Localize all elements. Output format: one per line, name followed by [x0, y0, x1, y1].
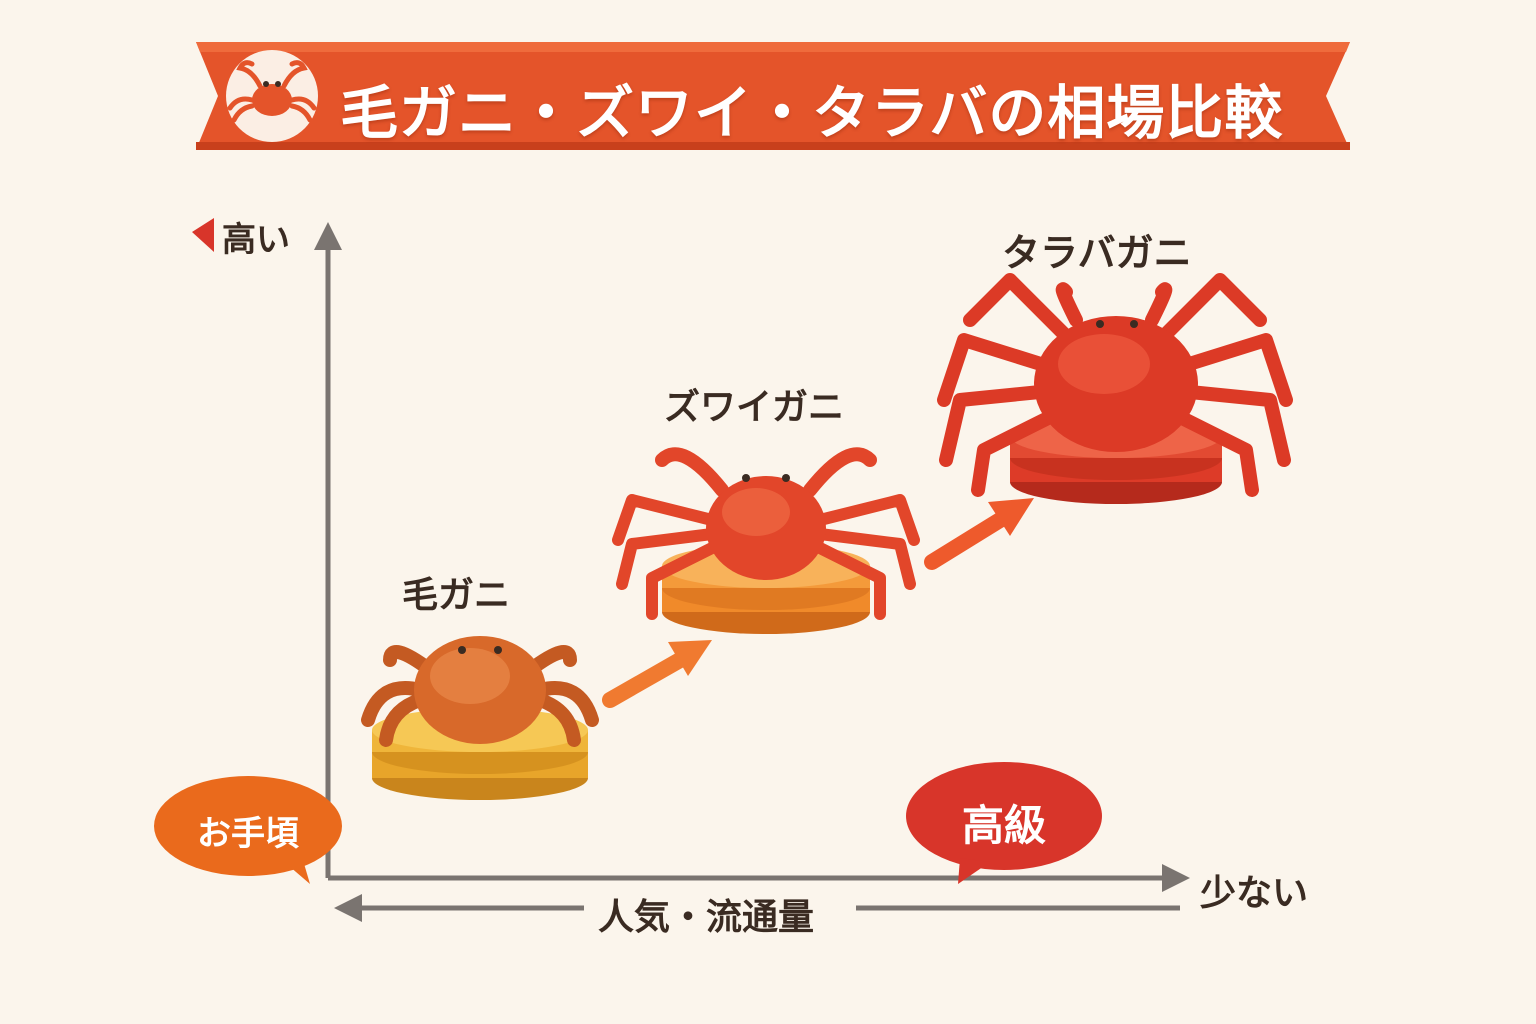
bubble-premium-text: 高級: [961, 801, 1046, 850]
item-label-king-crab: タラバガニ: [1002, 231, 1192, 275]
crab-icon: [226, 50, 318, 142]
hairy-crab-stack: [361, 636, 599, 800]
caption-arrow: [334, 894, 1180, 922]
y-axis: [314, 222, 342, 878]
triangle-marker-icon: [192, 218, 214, 252]
king-crab-stack: [937, 273, 1293, 504]
item-label-hairy-crab: 毛ガニ: [402, 575, 511, 616]
crab-icon: [937, 273, 1293, 497]
crab-icon: [361, 636, 599, 747]
x-axis: [328, 864, 1190, 892]
progress-arrow-1: [602, 640, 712, 708]
y-axis-top-label: 高い: [222, 220, 290, 260]
x-axis-right-label: 少ない: [1200, 873, 1309, 914]
crab-icon: [612, 447, 920, 620]
item-label-snow-crab: ズワイガニ: [664, 387, 845, 428]
bubble-premium: [906, 762, 1102, 884]
bubble-affordable-text: お手頃: [197, 814, 299, 854]
page-title: 毛ガニ・ズワイ・タラバの相場比較: [340, 79, 1284, 147]
progress-arrow-2: [924, 498, 1034, 570]
snow-crab-stack: [612, 447, 920, 634]
bubble-affordable: [154, 776, 342, 884]
title-banner: [196, 42, 1350, 150]
x-axis-caption: 人気・流通量: [598, 897, 815, 938]
